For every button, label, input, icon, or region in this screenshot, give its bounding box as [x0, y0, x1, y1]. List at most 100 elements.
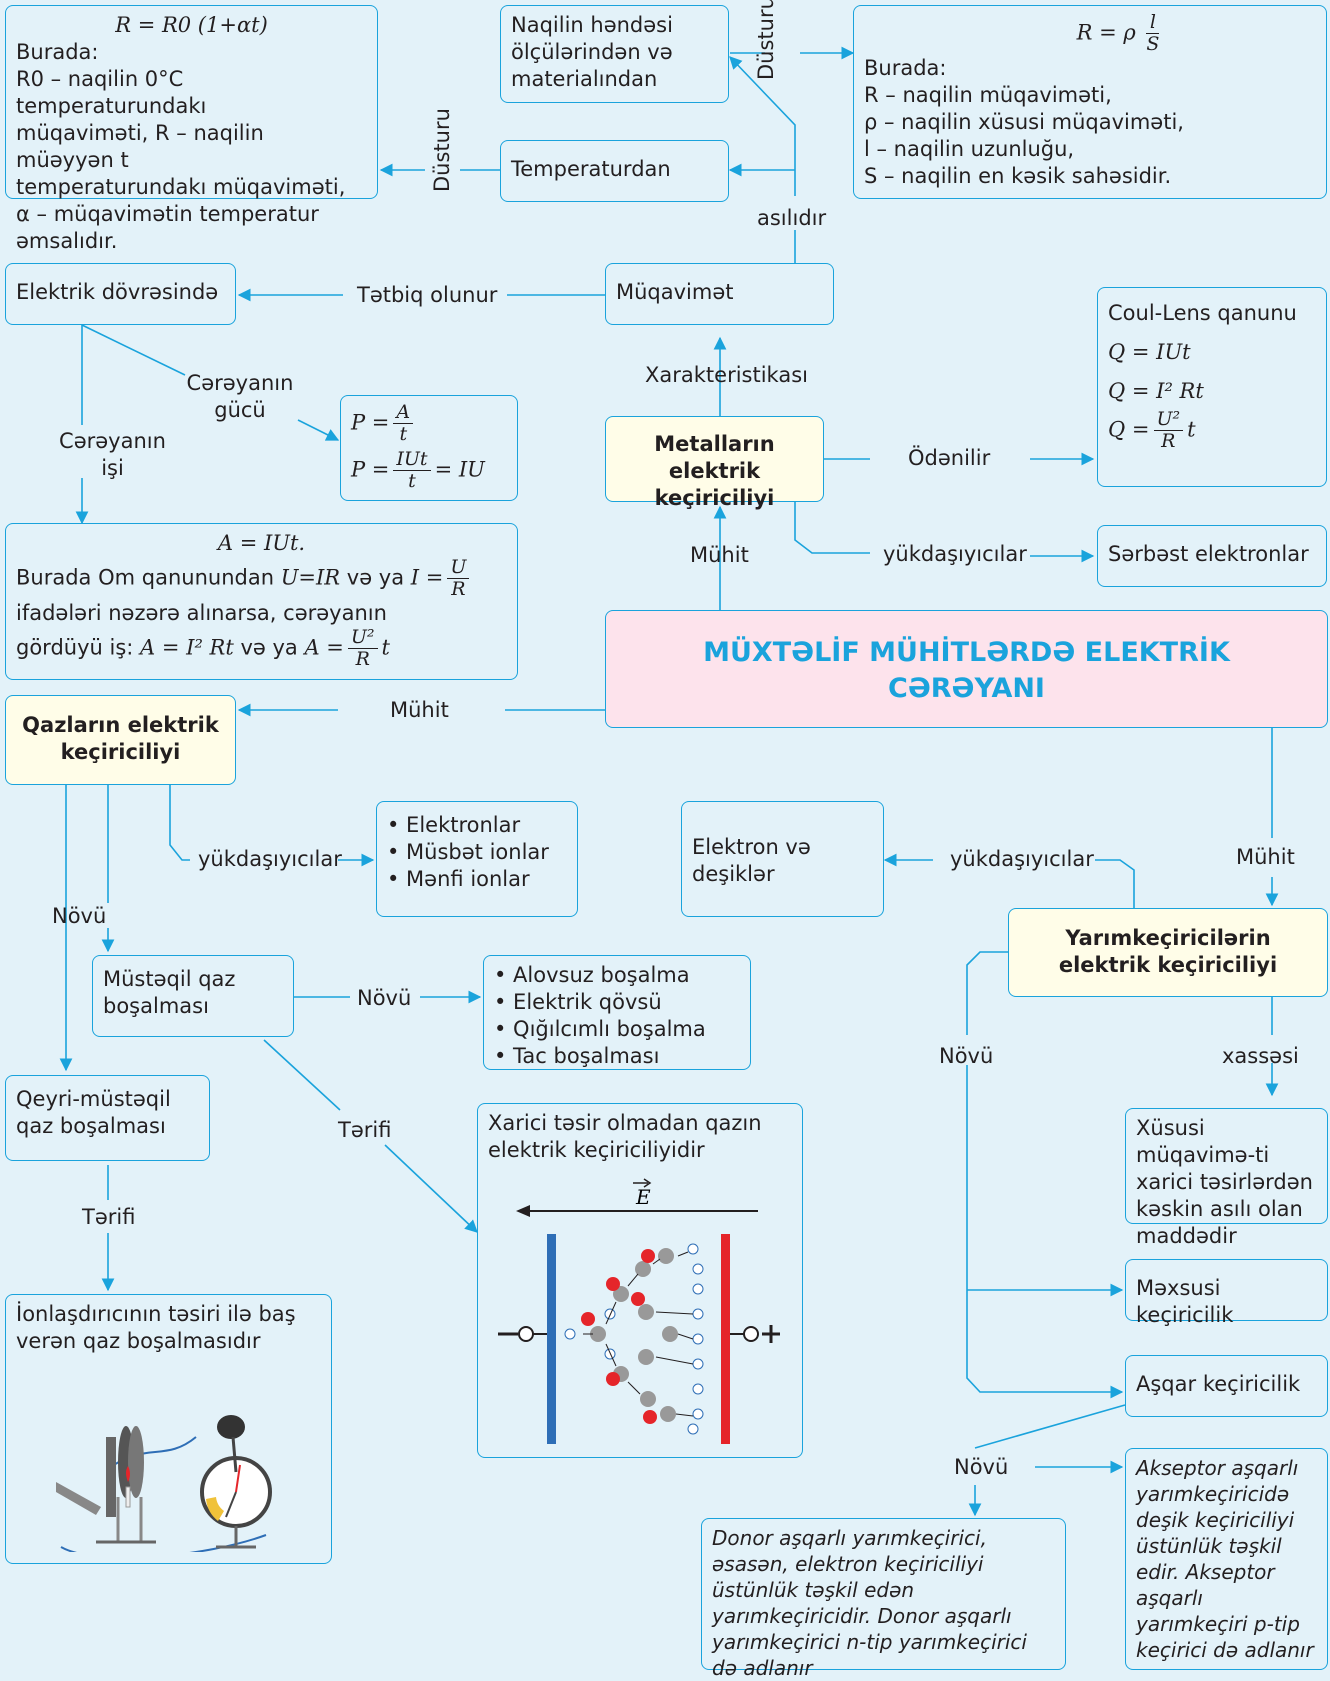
gases-carriers-label: yükdaşıyıcılar	[198, 847, 342, 871]
field-symbol: E	[635, 1185, 651, 1209]
property-box: Xüsusi müqavimə-ti xarici təsirlərdən kə…	[1125, 1108, 1328, 1248]
work-formula-box: A = IUt. Burada Om qanunundan U=IR və ya…	[5, 523, 518, 680]
resistivity-line: ρ – naqilin xüsusi müqaviməti,	[864, 110, 1184, 134]
central-title-line2: CƏRƏYANI	[888, 673, 1045, 704]
discharge-types-box: • Alovsuz boşalma • Elektrik qövsü • Qığ…	[483, 955, 751, 1070]
temperature-line: müqaviməti, R – naqilin müəyyən t	[16, 121, 264, 172]
semiconductors-medium-label: Mühit	[1236, 845, 1295, 869]
circuit-node: Elektrik dövrəsində	[5, 263, 236, 325]
free-electrons-text: Sərbəst elektronlar	[1108, 542, 1309, 566]
intrinsic-node: Məxsusi keçiricilik	[1125, 1259, 1328, 1327]
independent-definition-box: Xarici təsir olmadan qazın elektrik keçi…	[477, 1103, 803, 1458]
donor-text: Donor aşqarlı yarımkeçirici, əsasən, ele…	[712, 1526, 1027, 1680]
impurity-type-label: Növü	[954, 1455, 1009, 1479]
geometry-node: Naqilin həndəsi ölçülərindən və material…	[500, 5, 729, 103]
temperature-formula-box: R = R0 (1+αt) Burada: R0 – naqilin 0°C t…	[5, 5, 378, 253]
discharge-type-item: • Alovsuz boşalma	[494, 963, 690, 987]
temperature-line: α – müqavimətin temperatur	[16, 202, 319, 226]
circuit-text: Elektrik dövrəsində	[16, 280, 219, 304]
independent-type-label: Növü	[357, 986, 412, 1010]
resistance-node: Müqavimət	[605, 263, 834, 325]
property-label: xassəsi	[1222, 1044, 1299, 1068]
impurity-text: Aşqar keçiricilik	[1136, 1372, 1301, 1396]
electrons-holes-text: Elektron və deşiklər	[692, 835, 811, 886]
resistivity-line: R – naqilin müqaviməti,	[864, 83, 1112, 107]
temperature-text: Temperaturdan	[511, 157, 671, 181]
intrinsic-text: Məxsusi keçiricilik	[1136, 1276, 1234, 1327]
temperature-burada: Burada:	[16, 40, 99, 64]
independent-definition-text: Xarici təsir olmadan qazın elektrik keçi…	[488, 1111, 762, 1162]
gas-carrier-item: • Müsbət ionlar	[387, 840, 549, 864]
independent-definition-label: Tərifi	[338, 1118, 392, 1142]
donor-box: Donor aşqarlı yarımkeçirici, əsasən, ele…	[701, 1518, 1066, 1680]
dependent-discharge-node: Qeyri-müstəqil qaz boşalması	[5, 1075, 210, 1161]
formula-label-top: Düsturu	[754, 0, 778, 80]
discharge-apparatus-illustration	[56, 1415, 272, 1552]
resistance-text: Müqavimət	[616, 280, 734, 304]
independent-discharge-node: Müstəqil qaz boşalması	[92, 955, 294, 1037]
dependent-definition-text: İonlaşdırıcının təsiri ilə baş verən qaz…	[16, 1302, 296, 1353]
acceptor-text: Akseptor aşqarlı yarımkeçiricidə deşik k…	[1136, 1456, 1314, 1662]
temperature-line: temperaturundakı müqaviməti,	[16, 175, 346, 199]
dependent-discharge-text: Qeyri-müstəqil qaz boşalması	[16, 1087, 171, 1138]
work-line2: ifadələri nəzərə alınarsa, cərəyanın	[16, 601, 387, 625]
semiconductors-carriers-label: yükdaşıyıcılar	[950, 847, 1094, 871]
impurity-node: Aşqar keçiricilik	[1125, 1355, 1328, 1417]
acceptor-box: Akseptor aşqarlı yarımkeçiricidə deşik k…	[1125, 1448, 1328, 1670]
dependent-definition-label: Tərifi	[82, 1205, 136, 1229]
joule-title: Coul-Lens qanunu	[1108, 301, 1297, 325]
work-label: Cərəyanın işi	[59, 429, 166, 480]
gas-carrier-item: • Mənfi ionlar	[387, 867, 530, 891]
metals-node: Metalların elektrik keçiriciliyi	[605, 416, 824, 510]
gases-medium-label: Mühit	[390, 698, 449, 722]
temperature-line: R0 – naqilin 0°C temperaturundakı	[16, 67, 207, 118]
temperature-node: Temperaturdan	[500, 140, 729, 202]
independent-discharge-text: Müstəqil qaz boşalması	[103, 967, 236, 1018]
property-text: Xüsusi müqavimə-ti xarici təsirlərdən kə…	[1136, 1116, 1313, 1248]
depends-label: asılıdır	[757, 206, 827, 230]
gases-title: Qazların elektrik keçiriciliyi	[22, 713, 219, 764]
resistivity-line: l – naqilin uzunluğu,	[864, 137, 1075, 161]
gas-carriers-box: • Elektronlar • Müsbət ionlar • Mənfi io…	[376, 801, 578, 917]
metals-title: Metalların elektrik keçiriciliyi	[654, 432, 775, 510]
gas-carrier-item: • Elektronlar	[387, 813, 521, 837]
joule-formula-2: Q = I² Rt	[1108, 379, 1204, 403]
power-label: Cərəyanın gücü	[186, 371, 294, 422]
central-topic: MÜXTƏLİF MÜHİTLƏRDƏ ELEKTRİK CƏRƏYANI	[605, 610, 1328, 728]
resistivity-burada: Burada:	[864, 56, 947, 80]
metals-carriers-label: yükdaşıyıcılar	[883, 542, 1027, 566]
resistivity-line: S – naqilin en kəsik sahəsidir.	[864, 164, 1172, 188]
temperature-formula: R = R0 (1+αt)	[115, 13, 268, 37]
geometry-text: Naqilin həndəsi ölçülərindən və material…	[511, 13, 673, 91]
electrons-holes-node: Elektron və deşiklər	[681, 801, 884, 917]
semiconductors-type-label: Növü	[939, 1044, 994, 1068]
gases-type-label: Növü	[52, 904, 107, 928]
discharge-type-item: • Elektrik qövsü	[494, 990, 662, 1014]
central-title-line1: MÜXTƏLİF MÜHİTLƏRDƏ ELEKTRİK	[703, 637, 1230, 668]
discharge-type-item: • Qığılcımlı boşalma	[494, 1017, 706, 1041]
metals-medium-label: Mühit	[690, 543, 749, 567]
temperature-line: əmsalıdır.	[16, 229, 118, 253]
joule-formula-1: Q = IUt	[1108, 340, 1191, 364]
free-electrons-node: Sərbəst elektronlar	[1097, 525, 1327, 587]
dependent-definition-box: İonlaşdırıcının təsiri ilə baş verən qaz…	[5, 1294, 332, 1564]
gases-node: Qazların elektrik keçiriciliyi	[5, 695, 236, 785]
work-formula: A = IUt.	[217, 531, 306, 555]
formula-label-temp: Düsturu	[430, 108, 454, 192]
ion-field-illustration: E	[498, 1178, 780, 1444]
released-label: Ödənilir	[908, 446, 991, 470]
semiconductors-title: Yarımkeçiricilərin elektrik keçiriciliyi	[1058, 926, 1278, 977]
joule-box: Coul-Lens qanunu Q = IUt Q = I² Rt Q =U²…	[1097, 287, 1327, 487]
semiconductors-node: Yarımkeçiricilərin elektrik keçiriciliyi	[1008, 908, 1328, 997]
characteristic-label: Xarakteristikası	[645, 363, 808, 387]
applied-label: Tətbiq olunur	[357, 283, 498, 307]
